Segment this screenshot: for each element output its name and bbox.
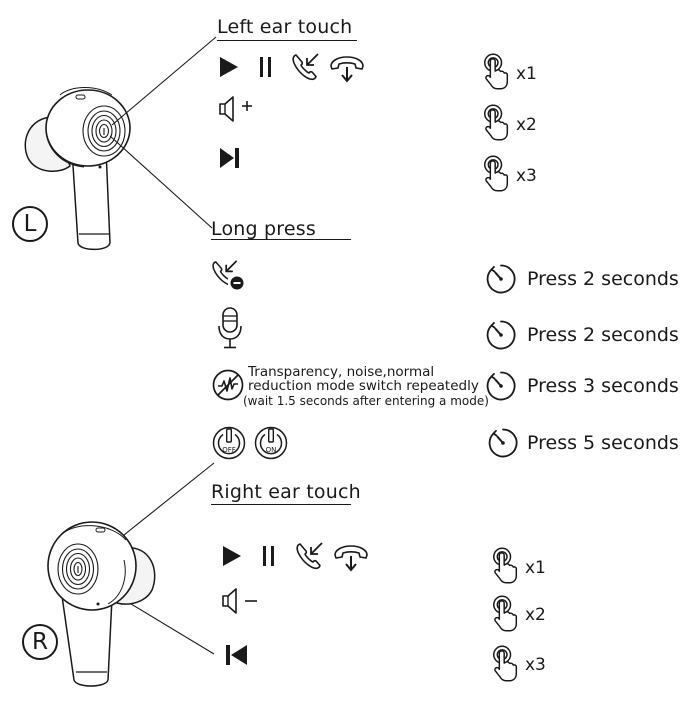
right-tap-count-2: x2	[525, 605, 546, 625]
noise-mode-note-line2: reduction mode switch repeatedly	[248, 378, 479, 394]
power-on-label: ON	[265, 446, 277, 454]
volume-up-icon	[219, 96, 252, 122]
left-ear-touch-header: Left ear touch	[217, 16, 353, 38]
left-header-underline	[217, 40, 357, 42]
pause-icon	[263, 546, 274, 566]
reject-call-icon	[212, 260, 245, 292]
right-badge: R	[22, 624, 58, 660]
left-tap-count-2: x2	[516, 115, 537, 135]
voice-assistant-mic-icon	[218, 307, 242, 349]
power-off-icon: OFF	[212, 426, 246, 460]
next-track-icon	[220, 148, 239, 168]
long-press-header: Long press	[211, 218, 316, 240]
noise-mode-icon	[212, 369, 244, 401]
noise-mode-note-line3: (wait 1.5 seconds after entering a mode)	[243, 394, 489, 408]
duration-voice-assistant: Press 2 seconds	[527, 324, 679, 346]
duration-reject-call: Press 2 seconds	[527, 268, 679, 290]
play-icon	[220, 57, 238, 77]
right-ear-touch-header: Right ear touch	[211, 481, 361, 503]
power-on-icon: ON	[254, 426, 288, 460]
long-press-underline	[211, 239, 351, 241]
duration-noise-mode: Press 3 seconds	[527, 375, 679, 397]
duration-power: Press 5 seconds	[527, 432, 679, 454]
play-icon	[223, 546, 241, 566]
right-header-underline	[211, 504, 351, 506]
left-tap-count-3: x3	[516, 166, 537, 186]
noise-mode-note-line1: Transparency, noise,normal	[248, 364, 435, 380]
volume-down-icon	[222, 588, 257, 614]
right-tap-count-3: x3	[525, 655, 546, 675]
left-badge: L	[12, 206, 48, 242]
right-tap-count-1: x1	[525, 558, 546, 578]
pause-icon	[260, 57, 271, 77]
power-off-label: OFF	[222, 446, 236, 454]
previous-track-icon	[226, 645, 247, 665]
left-tap-count-1: x1	[516, 64, 537, 84]
